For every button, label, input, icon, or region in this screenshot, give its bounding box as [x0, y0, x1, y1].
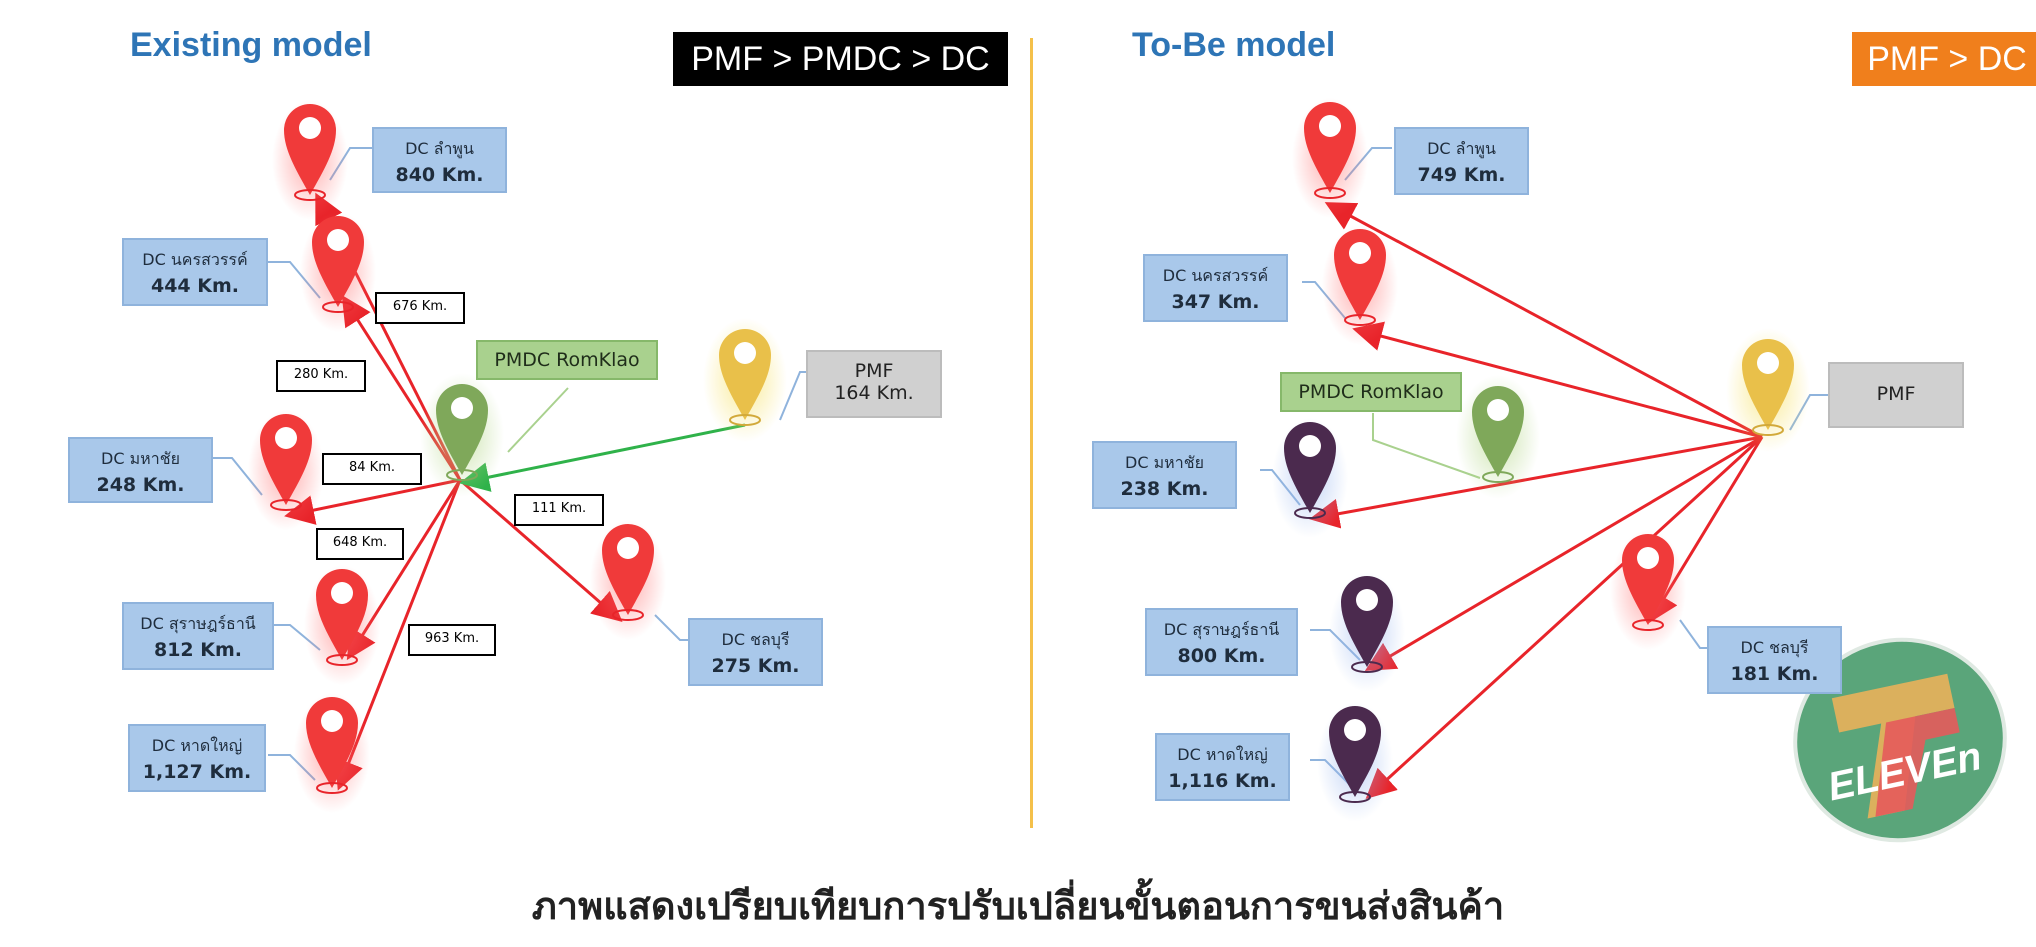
pmdc-pin-icon	[420, 373, 504, 497]
figure-caption: ภาพแสดงเปรียบเทียบการปรับเปลี่ยนขั้นตอนก…	[531, 884, 1505, 928]
seven-eleven-logo: ELEVEn	[1793, 637, 2007, 843]
map-pin-icon	[272, 100, 348, 220]
dc-name: DC มหาชัย	[1125, 453, 1204, 472]
pmf-pin-icon	[703, 318, 787, 442]
pmf-name: PMF	[854, 360, 894, 382]
dc-km: 1,116 Km.	[1168, 770, 1277, 792]
dc-chonburi-box: DC ชลบุรี 275 Km.	[688, 618, 823, 686]
dc-chonburi-box: DC ชลบุรี 181 Km.	[1707, 626, 1842, 694]
dc-name: DC หาดใหญ่	[151, 736, 243, 755]
dc-km: 812 Km.	[153, 639, 242, 661]
map-pin-purple-icon	[1317, 702, 1393, 822]
route-pmf-to-pmdc	[459, 423, 746, 492]
dc-km: 275 Km.	[711, 655, 800, 677]
existing-model-title: Existing model	[130, 26, 372, 64]
dc-nakhonsawan-box: DC นครสวรรค์ 347 Km.	[1143, 254, 1288, 322]
map-pin-purple-icon	[1272, 418, 1348, 538]
existing-pins	[248, 100, 787, 813]
route-distance-label: 280 Km.	[276, 360, 366, 392]
route-to-nakhonsawan	[1352, 321, 1763, 439]
dc-km: 444 Km.	[150, 275, 239, 297]
dc-hatyai-box: DC หาดใหญ่ 1,116 Km.	[1155, 733, 1290, 801]
dc-mahachai-box: DC มหาชัย 238 Km.	[1092, 441, 1237, 509]
route-to-lamphun	[1324, 202, 1763, 439]
map-pin-icon	[590, 520, 666, 640]
map-pin-purple-icon	[1329, 572, 1405, 692]
dc-nakhonsawan-box: DC นครสวรรค์ 444 Km.	[122, 238, 268, 306]
route-distance-label: 648 Km.	[316, 528, 404, 560]
pmf-pin-icon	[1726, 328, 1810, 452]
panel-divider	[1030, 38, 1033, 828]
dc-lamphun-box: DC ลำพูน 840 Km.	[372, 127, 507, 193]
dc-km: 248 Km.	[96, 474, 185, 496]
dc-km: 347 Km.	[1171, 291, 1260, 313]
dc-name: DC สุราษฎร์ธานี	[1163, 620, 1280, 639]
tobe-pins	[1272, 98, 1810, 822]
dc-km: 800 Km.	[1177, 645, 1266, 667]
dc-suratthani-box: DC สุราษฎร์ธานี 800 Km.	[1145, 608, 1298, 676]
map-pin-icon	[248, 410, 324, 530]
dc-name: DC ลำพูน	[405, 139, 474, 158]
route-to-hatyai	[1365, 435, 1764, 800]
dc-name: DC ชลบุรี	[1740, 638, 1809, 657]
dc-mahachai-box: DC มหาชัย 248 Km.	[68, 437, 213, 503]
route-distance-label: 963 Km.	[408, 624, 496, 656]
map-pin-icon	[1610, 530, 1686, 650]
dc-km: 749 Km.	[1417, 164, 1506, 186]
route-distance-label: 111 Km.	[514, 494, 604, 526]
pmdc-label-box: PMDC RomKlao	[1280, 372, 1462, 412]
map-pin-icon	[1322, 225, 1398, 345]
pmf-name: PMF	[1876, 383, 1916, 405]
dc-name: DC มหาชัย	[101, 449, 180, 468]
pmf-box: PMF	[1828, 362, 1964, 428]
map-pin-icon	[1292, 98, 1368, 218]
dc-km: 181 Km.	[1730, 663, 1819, 685]
dc-km: 1,127 Km.	[142, 761, 252, 783]
route-to-mahachai	[284, 478, 461, 525]
route-to-suratthani	[1364, 435, 1763, 672]
route-distance-label: 84 Km.	[322, 453, 422, 485]
pmdc-pin-icon	[1456, 375, 1540, 499]
dc-km: 238 Km.	[1120, 478, 1209, 500]
dc-name: DC ชลบุรี	[721, 630, 790, 649]
pmdc-connectors	[507, 387, 1481, 479]
pmf-box: PMF 164 Km.	[806, 350, 942, 418]
dc-lamphun-box: DC ลำพูน 749 Km.	[1394, 127, 1529, 195]
dc-km: 840 Km.	[395, 164, 484, 186]
map-pin-icon	[304, 565, 380, 685]
tobe-flow-badge: PMF > DC	[1852, 32, 2036, 86]
dc-name: DC นครสวรรค์	[142, 250, 248, 269]
map-pin-icon	[300, 212, 376, 332]
dc-hatyai-box: DC หาดใหญ่ 1,127 Km.	[128, 724, 266, 792]
dc-name: DC นครสวรรค์	[1162, 266, 1269, 285]
map-pin-icon	[294, 693, 370, 813]
pmdc-label-box: PMDC RomKlao	[476, 340, 658, 380]
tobe-model-title: To-Be model	[1132, 26, 1336, 64]
dc-name: DC สุราษฎร์ธานี	[140, 614, 256, 633]
pmf-km: 164 Km.	[834, 382, 914, 404]
dc-name: DC ลำพูน	[1427, 139, 1496, 158]
dc-name: DC หาดใหญ่	[1177, 745, 1268, 764]
route-to-mahachai	[1309, 435, 1763, 529]
route-distance-label: 676 Km.	[375, 292, 465, 324]
dc-suratthani-box: DC สุราษฎร์ธานี 812 Km.	[122, 602, 274, 670]
existing-flow-badge: PMF > PMDC > DC	[673, 32, 1008, 86]
